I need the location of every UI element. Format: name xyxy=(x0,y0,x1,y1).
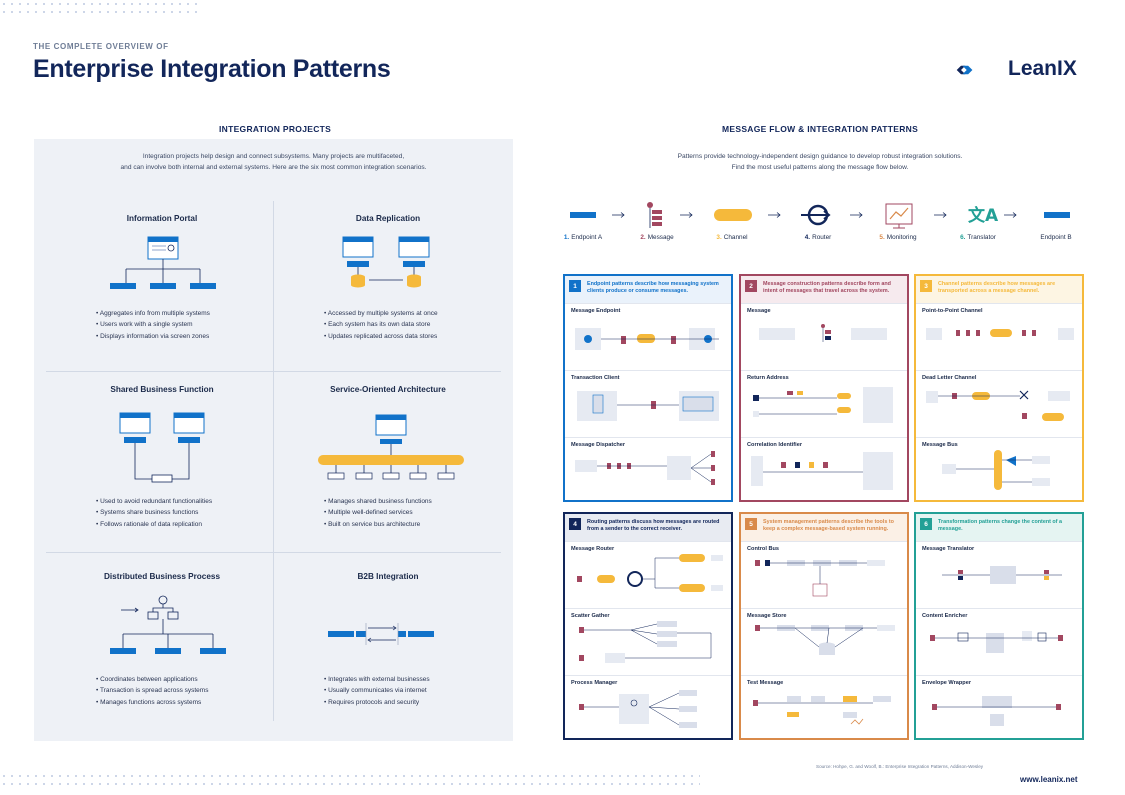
integration-intro: Integration projects help design and con… xyxy=(120,153,427,171)
flow-step-translator: 6.Translator xyxy=(960,234,996,241)
b2b-diagram xyxy=(328,623,434,645)
integration-projects-heading: INTEGRATION PROJECTS xyxy=(219,124,332,134)
scenario-bullets: Manages shared business functions Multip… xyxy=(324,496,432,530)
scenario-bullets: Coordinates between applications Transac… xyxy=(96,674,209,708)
endpoint-icon xyxy=(570,212,596,218)
message-flow-heading: MESSAGE FLOW & INTEGRATION PATTERNS xyxy=(722,124,919,134)
integration-projects-panel: Integration projects help design and con… xyxy=(34,139,513,741)
router-icon xyxy=(801,204,831,226)
soa-diagram xyxy=(318,414,464,480)
translator-icon: 文A xyxy=(968,205,999,226)
dot-pattern-bottom xyxy=(0,772,700,788)
information-portal-diagram xyxy=(110,236,216,289)
endpoint-icon xyxy=(1044,212,1070,218)
flow-step-message: 2.Message xyxy=(640,234,674,241)
message-flow-strip: 文A xyxy=(570,202,1070,229)
scenario-title: Service-Oriented Architecture xyxy=(330,385,446,394)
flow-step-channel: 3.Channel xyxy=(716,234,748,241)
scenario-bullets: Integrates with external businesses Usua… xyxy=(324,674,430,708)
dot-pattern-top xyxy=(0,0,200,16)
flow-step-endpoint-b: Endpoint B xyxy=(1040,234,1072,241)
website-link[interactable]: www.leanix.net xyxy=(1020,775,1078,784)
overline: THE COMPLETE OVERVIEW OF xyxy=(33,42,169,51)
flow-step-endpoint-a: 1.Endpoint A xyxy=(563,234,603,241)
brand-name: LeanIX xyxy=(1008,57,1077,80)
scenario-bullets: Aggregates info from multiple systems Us… xyxy=(96,308,210,342)
page-title: Enterprise Integration Patterns xyxy=(33,55,391,83)
scenario-title: Shared Business Function xyxy=(110,385,214,394)
message-flow-intro: Patterns provide technology-independent … xyxy=(677,153,963,171)
monitoring-icon xyxy=(885,203,913,229)
flow-step-router: 4.Router xyxy=(804,234,832,241)
scenario-bullets: Used to avoid redundant functionalities … xyxy=(96,496,212,530)
scenario-title: Distributed Business Process xyxy=(103,572,221,581)
scenario-title: Information Portal xyxy=(126,214,198,223)
scenario-bullets: Accessed by multiple systems at once Eac… xyxy=(324,308,438,342)
scenario-title: Data Replication xyxy=(355,214,421,223)
flow-step-monitoring: 5.Monitoring xyxy=(879,234,917,241)
channel-icon xyxy=(714,209,752,221)
leanix-logo-icon xyxy=(956,65,973,75)
distributed-process-diagram xyxy=(110,595,226,654)
scenario-title: B2B Integration xyxy=(357,572,419,581)
message-icon xyxy=(647,202,662,228)
data-replication-diagram xyxy=(342,236,430,288)
source-citation: Source: Hohpe, G. and Woolf, B.: Enterpr… xyxy=(816,764,984,769)
shared-business-function-diagram xyxy=(119,412,205,483)
